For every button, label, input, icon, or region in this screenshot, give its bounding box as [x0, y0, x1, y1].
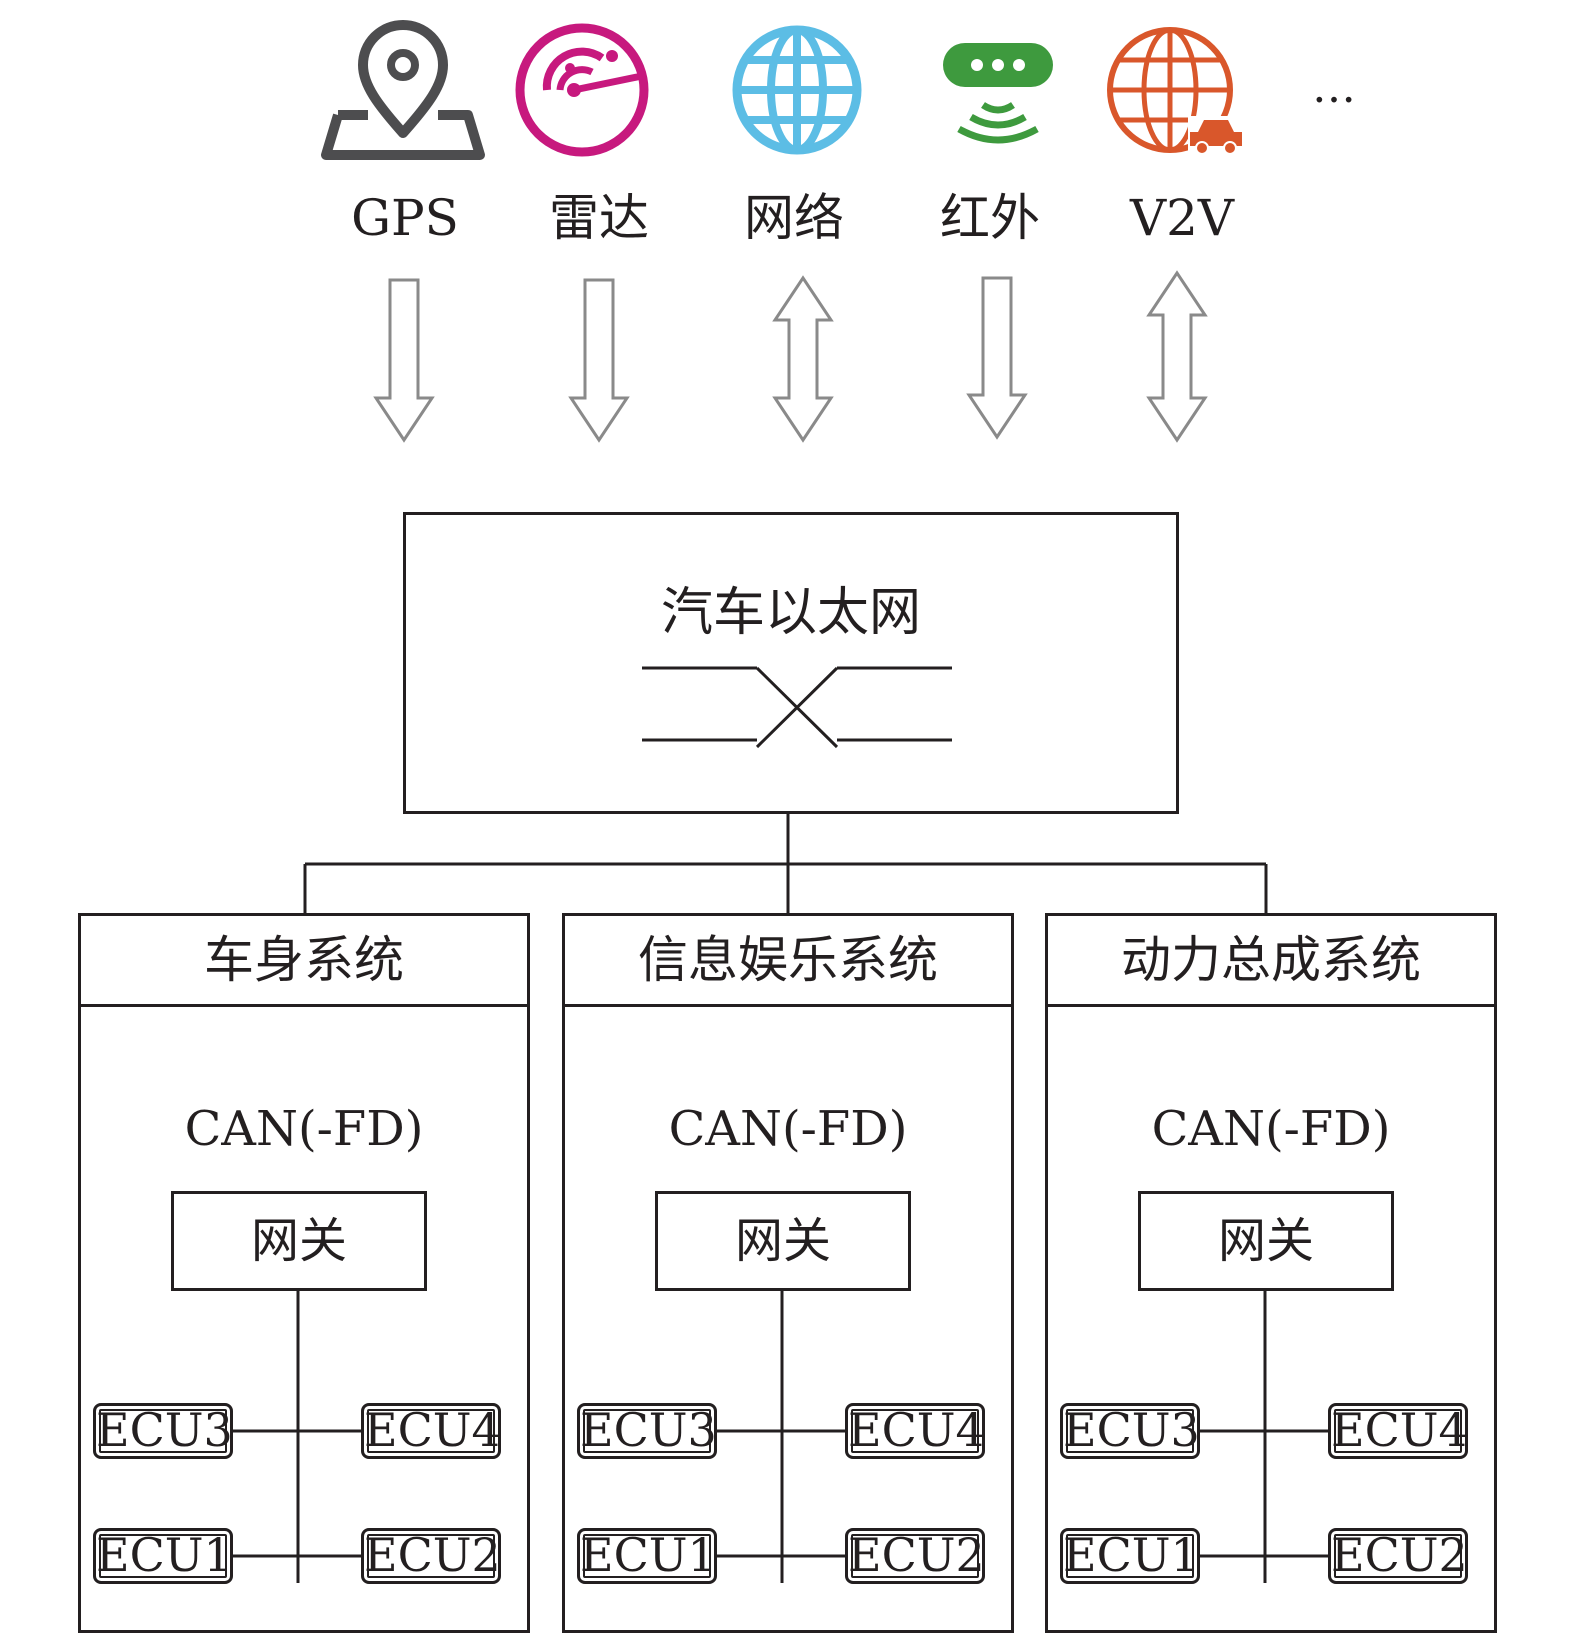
- map-pin-icon: [318, 15, 488, 165]
- bus-lines: [715, 1291, 850, 1583]
- ecu-box: ECU1: [1060, 1528, 1200, 1584]
- system-panel: 动力总成系统 CAN(-FD) 网关 ECU3 ECU4 ECU1 ECU2: [1045, 913, 1497, 1633]
- system-panel: 车身系统 CAN(-FD) 网关 ECU3 ECU4 ECU1 ECU2: [78, 913, 530, 1633]
- bus-lines: [1198, 1291, 1333, 1583]
- system-title: 车身系统: [81, 916, 527, 1007]
- ecu-box: ECU2: [361, 1528, 501, 1584]
- globe-car-icon: [1102, 22, 1272, 172]
- ecu-box: ECU2: [845, 1528, 985, 1584]
- ecu-box: ECU3: [577, 1403, 717, 1459]
- radar-down-arrow: [568, 278, 630, 443]
- system-title: 信息娱乐系统: [565, 916, 1011, 1007]
- source-arrows: [373, 270, 1208, 443]
- radar-icon: [512, 20, 682, 170]
- v2v-both-arrow: [1146, 270, 1208, 443]
- bus-label: CAN(-FD): [1151, 1101, 1391, 1157]
- gateway-box: 网关: [655, 1191, 911, 1291]
- gps-down-arrow: [373, 278, 435, 443]
- bus-lines: [231, 1291, 366, 1583]
- infrared-sensor-icon: [935, 35, 1105, 185]
- ecu-box: ECU1: [93, 1528, 233, 1584]
- ecu-box: ECU3: [93, 1403, 233, 1459]
- ecu-box: ECU1: [577, 1528, 717, 1584]
- bus-label: CAN(-FD): [184, 1101, 424, 1157]
- source-label-gps: GPS: [351, 189, 459, 247]
- network-both-arrow: [772, 275, 834, 443]
- source-label-v2v: V2V: [1129, 189, 1235, 247]
- ethernet-title: 汽车以太网: [660, 583, 921, 643]
- system-panel: 信息娱乐系统 CAN(-FD) 网关 ECU3 ECU4 ECU1 ECU2: [562, 913, 1014, 1633]
- ecu-box: ECU4: [1328, 1403, 1468, 1459]
- more-sources-ellipsis: …: [1312, 62, 1358, 113]
- switch-crossover-icon: [642, 666, 952, 749]
- source-label-network: 网络: [744, 189, 844, 247]
- system-title: 动力总成系统: [1048, 916, 1494, 1007]
- infrared-down-arrow: [966, 276, 1028, 440]
- ecu-box: ECU3: [1060, 1403, 1200, 1459]
- source-label-radar: 雷达: [549, 189, 649, 247]
- ecu-box: ECU4: [361, 1403, 501, 1459]
- bus-label: CAN(-FD): [668, 1101, 908, 1157]
- source-label-infrared: 红外: [940, 189, 1040, 247]
- ecu-box: ECU4: [845, 1403, 985, 1459]
- ethernet-box: 汽车以太网: [403, 512, 1179, 814]
- gateway-box: 网关: [1138, 1191, 1394, 1291]
- gateway-box: 网关: [171, 1191, 427, 1291]
- ecu-box: ECU2: [1328, 1528, 1468, 1584]
- globe-icon: [727, 20, 897, 170]
